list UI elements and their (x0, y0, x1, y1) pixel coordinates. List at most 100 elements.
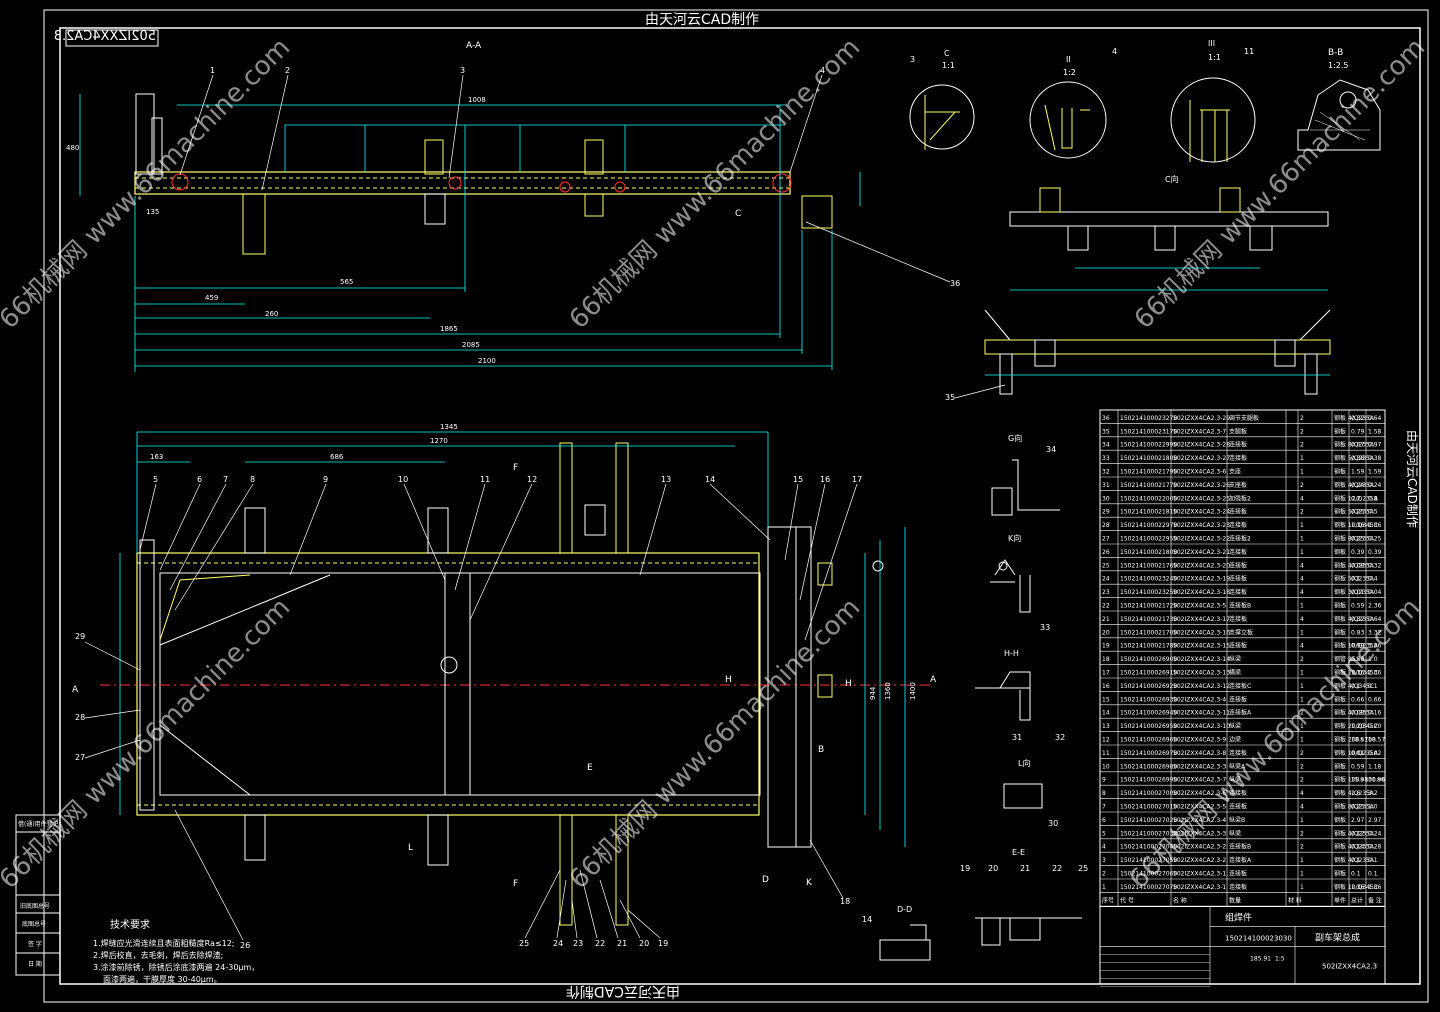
bom-cell: 支腿板 (1229, 427, 1247, 435)
callout-2: 2 (285, 66, 290, 75)
bom-cell: 150214100026900 (1120, 656, 1177, 663)
bom-cell: 502IZXX4CA2.3-5 (1173, 804, 1226, 811)
callout-3: 3 (460, 66, 465, 75)
bom-cell: 0.32 (1368, 562, 1382, 569)
bom-cell: 502IZXX4CA2.3-1 (1173, 871, 1226, 878)
bom-cell: 502IZXX4CA2.3-14 (1173, 656, 1230, 663)
bom-cell: 1.6 (1351, 790, 1361, 797)
bom-cell: 1.36 (1351, 670, 1365, 677)
bom-cell: 1 (1300, 884, 1304, 891)
bom-cell: 502IZXX4CA2.3-24 (1173, 509, 1230, 516)
bom-cell: 2 (1300, 415, 1304, 422)
bom-cell: 150214100027070 (1120, 884, 1177, 891)
bom-cell: 支撑立板 (1229, 628, 1253, 636)
bom-cell: 钢板 4/Q235A (1334, 789, 1375, 797)
svg-text:旧底图总号: 旧底图总号 (20, 902, 50, 910)
bom-cell: 钢板 20/Q345C (1334, 669, 1378, 677)
bom-header-cell: 材 料 (1288, 896, 1302, 904)
scale: 1:5 (1275, 955, 1285, 962)
bom-cell: 连接板 (1229, 508, 1247, 516)
svg-text:17: 17 (852, 475, 862, 484)
bom-cell: 纵梁 (1229, 829, 1241, 837)
bom-cell: 1 (1300, 696, 1304, 703)
svg-text:66机械网 www.66machine.com: 66机械网 www.66machine.com (564, 593, 866, 895)
bom-cell: 钢板 4/Q235A (1334, 561, 1375, 569)
svg-text:22: 22 (1052, 864, 1062, 873)
svg-text:C向: C向 (1165, 174, 1179, 184)
bom-cell: 连接板 (1229, 803, 1247, 811)
bom-cell: 0.25 (1368, 536, 1382, 543)
svg-text:借(通)用件登记: 借(通)用件登记 (18, 820, 59, 828)
bom-cell: 0.1 (1368, 871, 1378, 878)
dim-1345: 1345 (440, 423, 458, 431)
bom-cell: 1 (1300, 871, 1304, 878)
header-right: 由天河云CAD制作 (1405, 430, 1419, 528)
bom-cell: 0.39 (1368, 549, 1382, 556)
bom-cell: 钢板 12/Q235A (1334, 494, 1379, 502)
bom-cell: 钢板 8/Q235A (1334, 441, 1375, 449)
svg-text:8: 8 (250, 475, 255, 484)
dim-1360: 1360 (884, 682, 892, 700)
svg-text:A: A (930, 675, 937, 685)
bom-cell: 纵梁 (1229, 722, 1241, 730)
svg-text:L向: L向 (1018, 758, 1030, 768)
svg-text:34: 34 (1046, 445, 1056, 454)
svg-text:2.焊后校直，去毛刺，焊后去除焊渣;: 2.焊后校直，去毛刺，焊后去除焊渣; (93, 950, 223, 960)
bom-cell: 17 (1102, 670, 1110, 677)
bom-cell: 3.2 (1368, 790, 1378, 797)
bom-cell: 连接板B (1229, 843, 1251, 851)
bom-cell: 0.20 (1368, 723, 1382, 730)
bom-cell: 支座 (1229, 468, 1241, 476)
svg-text:III: III (1208, 39, 1215, 48)
bom-cell: 0.83 (1351, 629, 1365, 636)
bom-cell: 150214100027050 (1120, 857, 1177, 864)
bom-cell: 10 (1102, 763, 1110, 770)
bom-cell: 18.57 (1368, 737, 1385, 744)
bom-cell: 纵梁A (1229, 762, 1246, 770)
svg-text:13: 13 (661, 475, 671, 484)
bom-cell: 1 (1300, 522, 1304, 529)
bom-cell: 0.24 (1368, 482, 1382, 489)
svg-text:7: 7 (223, 475, 228, 484)
bom-cell: 8 (1102, 790, 1106, 797)
header-bottom: 由天河云CAD制作 (566, 983, 680, 999)
assembly-label: 组焊件 (1225, 911, 1252, 923)
bom-cell: 钢板 4/Q235A (1334, 843, 1375, 851)
bom-cell: 0.25 (1351, 536, 1365, 543)
bom-cell: 16 (1102, 683, 1110, 690)
bom-cell: 0.59 (1351, 763, 1365, 770)
bom-header-cell: 代 号 (1120, 896, 1134, 904)
bom-cell: 1 (1300, 469, 1304, 476)
bom-cell: 钢板 4/Q235A (1334, 481, 1375, 489)
bom-cell: 0.2 (1351, 495, 1361, 502)
svg-text:20: 20 (988, 864, 998, 873)
bom-cell: 150214100026910 (1120, 670, 1177, 677)
bom-cell: 150214100023270 (1120, 415, 1177, 422)
bom-cell: 边梁 (1229, 736, 1241, 744)
inner-frame (59, 27, 1421, 985)
dim-1400: 1400 (909, 682, 917, 700)
bom-cell: 0.59 (1351, 603, 1365, 610)
bom-cell: 加强板2 (1229, 494, 1251, 502)
bom-cell: 2 (1300, 710, 1304, 717)
bom-cell: 502IZXX4CA2.3-7 (1173, 428, 1226, 435)
dim-260: 260 (265, 310, 278, 318)
bom-cell: 2 (1300, 656, 1304, 663)
svg-text:D-D: D-D (897, 905, 912, 914)
bom-cell: 钢板 5/Q235A (1334, 575, 1375, 583)
bom-cell: 0.4 (1368, 576, 1378, 583)
bom-cell: 2 (1300, 509, 1304, 516)
bom-cell: 1.20 (1351, 723, 1365, 730)
svg-text:24: 24 (553, 939, 563, 948)
bom-cell: 502IZXX4CA2.3-19 (1173, 576, 1230, 583)
bom-cell: 连接板A (1229, 856, 1252, 864)
bom-cell: 3.32 (1368, 629, 1382, 636)
bom-cell: 3.96 (1368, 643, 1382, 650)
bom-cell: 钢板 8/Q235A (1334, 803, 1375, 811)
callout-1: 1 (210, 66, 215, 75)
bom-cell: 150214100026920 (1120, 683, 1177, 690)
bom-cell: 0.97 (1368, 442, 1382, 449)
bom-cell: 1.18 (1368, 763, 1382, 770)
bom-cell: 0.24 (1368, 830, 1382, 837)
